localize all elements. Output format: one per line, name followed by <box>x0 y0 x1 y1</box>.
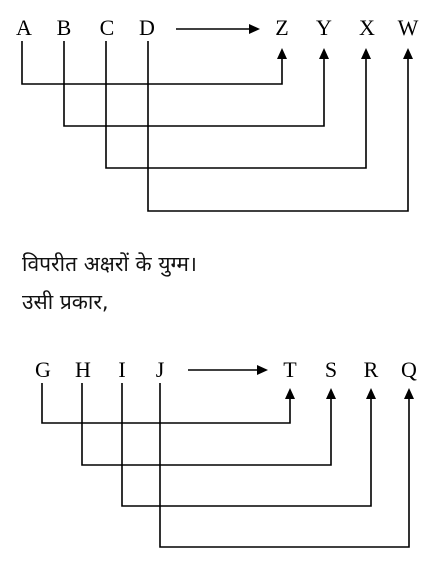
diagram-1-right-letter-1: Z <box>275 15 288 40</box>
diagram-2-left-letter-1: G <box>35 357 51 382</box>
diagram-2-connector-4 <box>159 383 410 548</box>
diagram-2-connector-4-head <box>404 388 414 399</box>
diagram-2-connector-3-head <box>366 388 376 399</box>
diagram-1-connector-1-head <box>277 48 287 59</box>
diagram-2-mapping-arrow-head <box>257 365 268 375</box>
diagram-2-connector-1 <box>41 383 291 424</box>
diagram-2-left-letter-2: H <box>75 357 91 382</box>
diagram-1-connector-2 <box>63 41 325 127</box>
diagram-2-left-letter-3: I <box>118 357 125 382</box>
diagram-1-connector-3-head <box>361 48 371 59</box>
diagram-1-left-letter-4: D <box>139 15 155 40</box>
diagram-1-connector-4 <box>147 41 409 212</box>
diagram-2: G H I J T S R Q <box>35 357 417 548</box>
diagram-1-mapping-arrow-head <box>249 24 260 34</box>
diagram-1-left-letter-2: B <box>57 15 72 40</box>
diagram-1-connector-2-head <box>319 48 329 59</box>
diagram-2-connector-3 <box>121 383 372 507</box>
diagram-1-left-letter-3: C <box>100 15 115 40</box>
diagram-1-right-letter-2: Y <box>316 15 332 40</box>
diagram-1: A B C D Z Y X W <box>16 15 419 212</box>
diagram-2-connector-2-head <box>326 388 336 399</box>
diagram-2-right-letter-1: T <box>283 357 297 382</box>
diagram-1-right-letter-3: X <box>359 15 375 40</box>
diagram-2-connector-1-head <box>285 388 295 399</box>
diagram-2-connector-2 <box>81 383 332 466</box>
diagram-1-connector-1 <box>21 41 283 85</box>
caption-similarly: उसी प्रकार, <box>22 290 109 314</box>
caption-opposite-letter-pairs: विपरीत अक्षरों के युग्म। <box>22 252 197 276</box>
diagram-2-right-letter-3: R <box>364 357 379 382</box>
diagram-1-connector-4-head <box>403 48 413 59</box>
diagram-2-left-letter-4: J <box>156 357 165 382</box>
diagram-1-left-letter-1: A <box>16 15 32 40</box>
diagram-2-right-letter-2: S <box>325 357 337 382</box>
diagram-1-right-letter-4: W <box>398 15 419 40</box>
diagram-1-connector-3 <box>105 41 367 169</box>
diagram-2-right-letter-4: Q <box>401 357 417 382</box>
